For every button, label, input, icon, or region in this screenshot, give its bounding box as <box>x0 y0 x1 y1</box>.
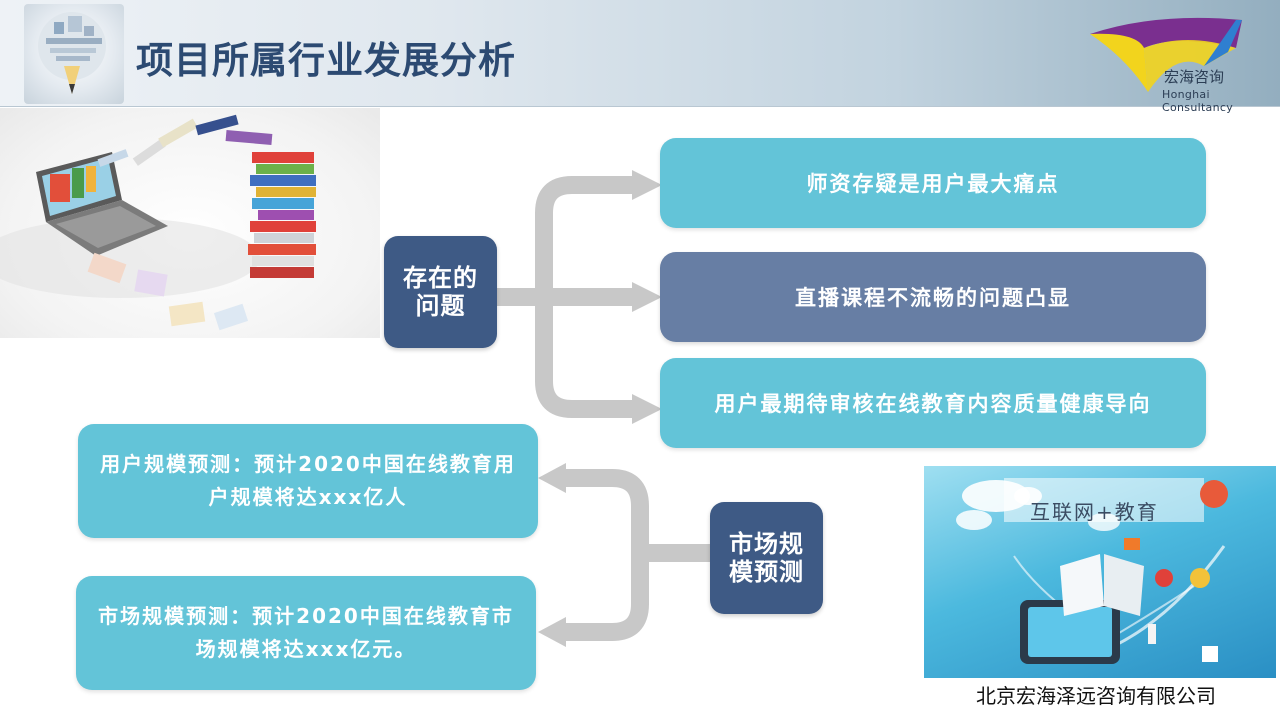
market-item-market-scale: 市场规模预测：预计2020中国在线教育市场规模将达xxx亿元。 <box>76 576 536 690</box>
page-title: 项目所属行业发展分析 <box>136 39 516 82</box>
problem-item-live-streaming: 直播课程不流畅的问题凸显 <box>660 252 1206 342</box>
problem-item-content-review: 用户最期待审核在线教育内容质量健康导向 <box>660 358 1206 448</box>
header-bar: 项目所属行业发展分析 宏海咨询 Honghai Consultancy <box>0 0 1280 114</box>
company-logo-icon <box>1090 17 1242 92</box>
market-item-user-scale: 用户规模预测：预计2020中国在线教育用户规模将达xxx亿人 <box>78 424 538 538</box>
internet-education-illustration: 互联网+教育 <box>924 466 1276 678</box>
problem-item-label: 直播课程不流畅的问题凸显 <box>795 286 1071 310</box>
logo-name-cn: 宏海咨询 <box>1164 68 1225 86</box>
problem-item-label: 用户最期待审核在线教育内容质量健康导向 <box>714 392 1152 416</box>
market-item-label: 用户规模预测：预计2020中国在线教育用户规模将达xxx亿人 <box>100 452 516 509</box>
internet-education-caption: 互联网+教育 <box>1030 500 1159 524</box>
logo-name-en: Honghai Consultancy <box>1162 88 1234 114</box>
pencil-sketch-icon <box>24 4 124 104</box>
market-hub-box: 市场规模预测 <box>710 502 823 614</box>
market-hub-label: 市场规模预测 <box>729 530 804 586</box>
problems-hub-box: 存在的问题 <box>384 236 497 348</box>
books-laptop-illustration <box>0 108 380 338</box>
market-item-label: 市场规模预测：预计2020中国在线教育市场规模将达xxx亿元。 <box>98 604 514 661</box>
problems-hub-label: 存在的问题 <box>403 264 478 320</box>
company-name-footer: 北京宏海泽远咨询有限公司 <box>976 684 1216 708</box>
problem-item-teacher-quality: 师资存疑是用户最大痛点 <box>660 138 1206 228</box>
problem-item-label: 师资存疑是用户最大痛点 <box>806 172 1060 196</box>
